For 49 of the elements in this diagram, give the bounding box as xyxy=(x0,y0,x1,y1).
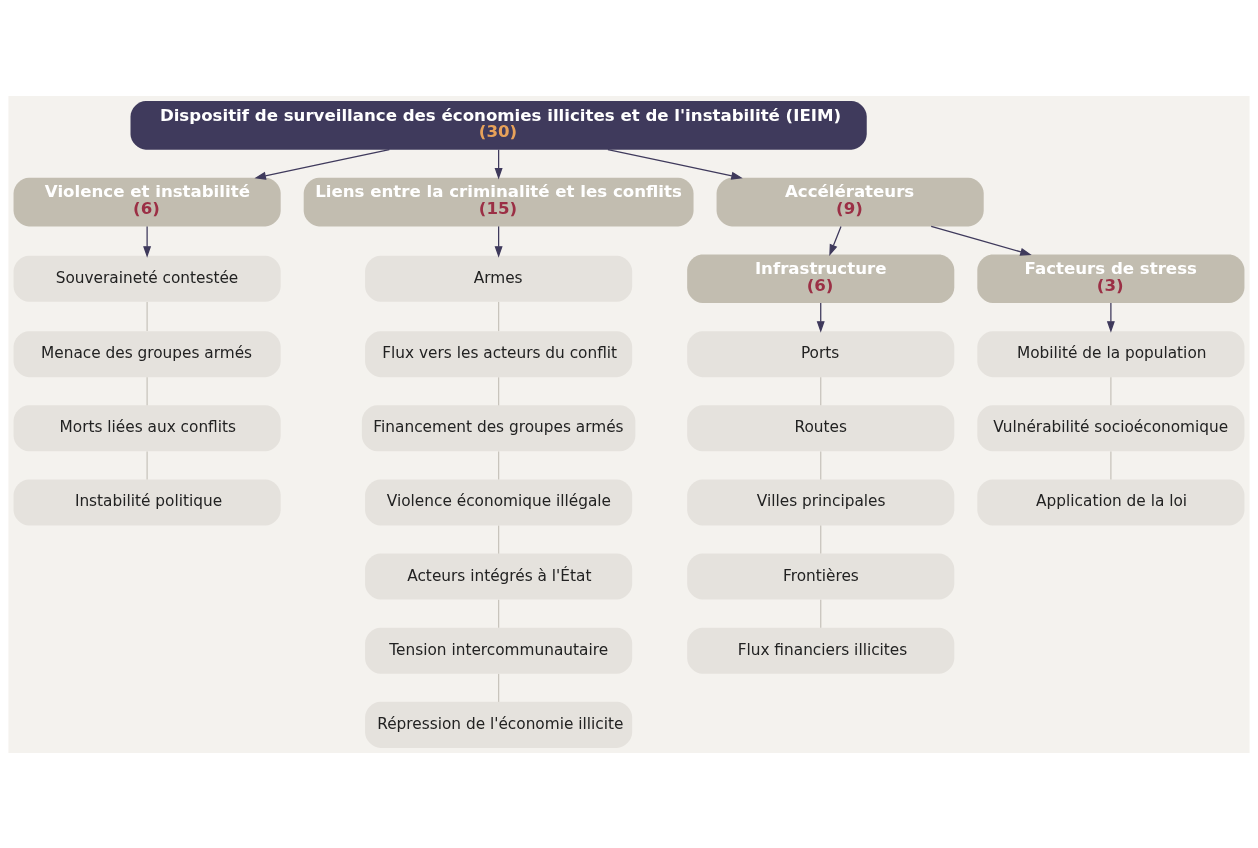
connector xyxy=(146,376,148,406)
node-box: Accélérateurs (9) xyxy=(716,177,984,226)
connector xyxy=(498,376,500,406)
node-box: Menace des groupes armés xyxy=(13,330,281,377)
node-box: Violence économique illégale xyxy=(365,478,633,525)
node-box: Mobilité de la population xyxy=(977,330,1245,377)
arrow xyxy=(494,148,503,179)
connector xyxy=(146,450,148,480)
node-box: Villes principales xyxy=(687,478,955,525)
node-box: Instabilité politique xyxy=(13,478,281,525)
arrow xyxy=(143,225,152,258)
node-box: Armes xyxy=(365,255,633,302)
connector xyxy=(498,450,500,480)
connector xyxy=(820,598,822,628)
connector xyxy=(820,450,822,480)
arrow xyxy=(816,302,825,333)
connector xyxy=(498,672,500,702)
node-box: Acteurs intégrés à l'État xyxy=(365,553,633,600)
connector xyxy=(1110,450,1112,480)
node-box: Violence et instabilité (6) xyxy=(13,177,281,226)
node-box: Tension intercommunautaire xyxy=(365,627,633,674)
connector xyxy=(820,376,822,406)
node-box: Dispositif de surveillance des économies illicites et de l'instabilité (IEIM) (30) xyxy=(130,100,867,150)
node-box: Frontières xyxy=(687,553,955,600)
connector xyxy=(498,524,500,554)
arrow xyxy=(829,225,842,256)
arrow xyxy=(930,225,1032,256)
connector xyxy=(1110,376,1112,406)
node-box: Infrastructure (6) xyxy=(687,254,955,303)
connector xyxy=(498,598,500,628)
arrow xyxy=(607,148,743,180)
node-box: Répression de l'économie illicite xyxy=(365,701,633,748)
arrow xyxy=(1106,302,1115,333)
node-box: Facteurs de stress (3) xyxy=(977,254,1245,303)
node-box: Vulnérabilité socioéconomique xyxy=(977,404,1245,451)
node-box: Ports xyxy=(687,330,955,377)
node-box: Flux vers les acteurs du conflit xyxy=(365,330,633,377)
node-box: Souveraineté contestée xyxy=(13,255,281,302)
arrow xyxy=(254,148,390,180)
arrow xyxy=(494,225,503,258)
node-box: Application de la loi xyxy=(977,478,1245,525)
connector xyxy=(820,524,822,554)
node-box: Financement des groupes armés xyxy=(361,404,636,451)
connector xyxy=(498,300,500,332)
connector xyxy=(146,300,148,332)
node-box: Liens entre la criminalité et les conflits (15) xyxy=(303,177,694,226)
node-box: Routes xyxy=(687,404,955,451)
node-box: Morts liées aux conflits xyxy=(13,404,281,451)
node-box: Flux financiers illicites xyxy=(687,627,955,674)
